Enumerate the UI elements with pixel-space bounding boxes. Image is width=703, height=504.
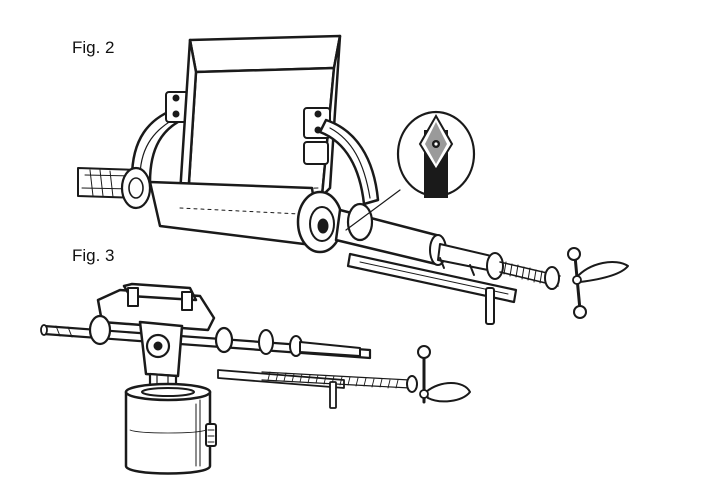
fig2-tool-insert-callout <box>396 110 476 198</box>
fig3-label: Fig. 3 <box>72 246 115 265</box>
fig2-left-collar <box>120 166 152 210</box>
fig2-crank-handle <box>567 247 629 319</box>
fig3-right-fittings <box>217 329 418 409</box>
fig3-carriage <box>88 282 234 354</box>
fig2-leader-line <box>345 189 401 231</box>
fig2-feed-screw <box>499 261 561 290</box>
fig2-right-bar <box>334 202 504 280</box>
fig2-illustration <box>77 34 629 325</box>
fig3-pivot-block <box>138 320 184 378</box>
fig3-crank-handle <box>417 345 471 404</box>
fig2-slide-rail <box>346 252 518 325</box>
fig3-illustration <box>40 282 471 475</box>
fig3-base-cylinder <box>124 382 217 475</box>
fig2-label: Fig. 2 <box>72 38 115 57</box>
fig2-right-arm <box>303 107 380 206</box>
fig2-drum <box>148 180 344 254</box>
